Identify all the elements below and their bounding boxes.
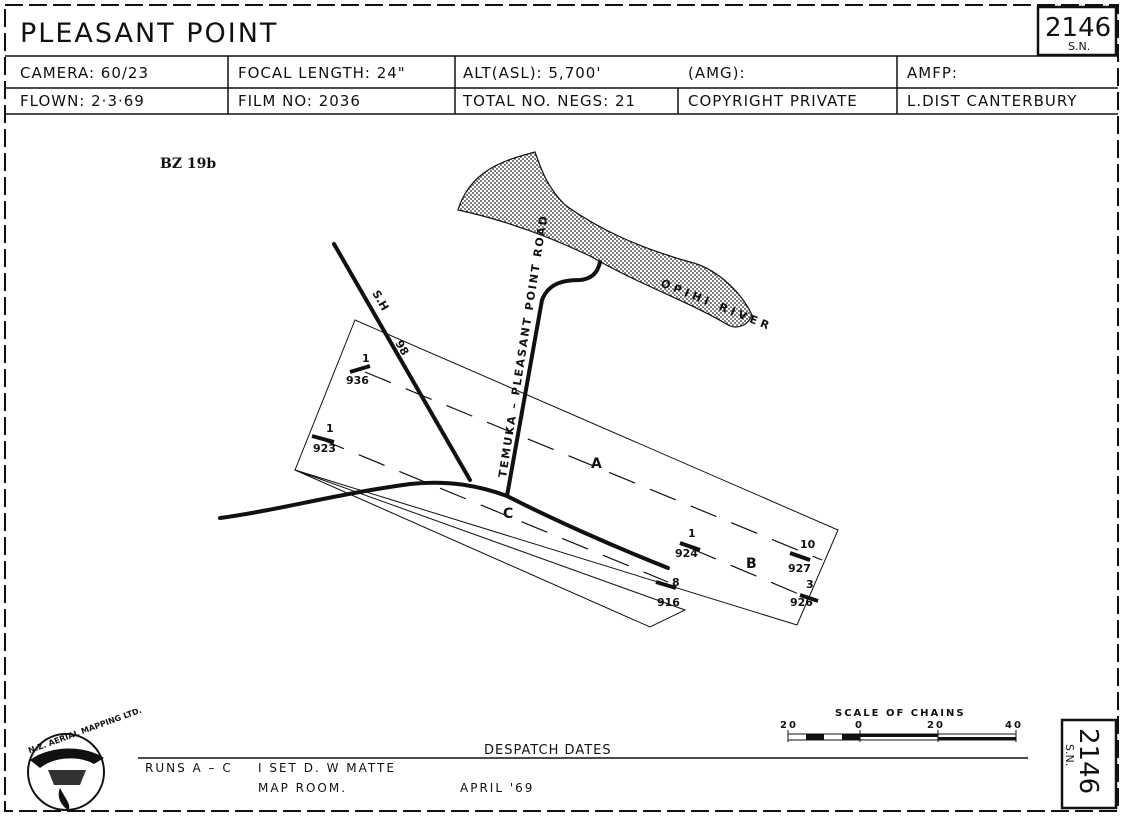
b-end-number: 10 (800, 538, 816, 551)
c-end-negative: 916 (657, 596, 680, 609)
run-coverage-box-a-b (294, 319, 839, 626)
tick-b2 (799, 593, 819, 603)
sheet-number-suffix-bottom: S.N. (1063, 744, 1076, 766)
amfp-field: AMFP: (907, 64, 958, 82)
scale-title: SCALE OF CHAINS (835, 708, 966, 719)
film-no-field: FILM NO: 2036 (238, 92, 361, 110)
despatch-set: I SET D. W MATTE (258, 761, 396, 775)
tick-c-start (311, 434, 335, 444)
flight-line-b (689, 547, 809, 599)
sheet-number: 2146 (1045, 13, 1111, 43)
run-a-label: A (591, 456, 602, 472)
run-coverage-box-c (294, 469, 687, 628)
despatch-date: APRIL '69 (460, 781, 534, 795)
copyright-field: COPYRIGHT PRIVATE (688, 92, 858, 110)
despatch-runs: RUNS A – C (145, 761, 233, 775)
sh-number-label: 98 (392, 338, 411, 358)
amg-field: (AMG): (688, 64, 746, 82)
flown-field: FLOWN: 2·3·69 (20, 92, 145, 110)
sheet-number-box (1036, 5, 1118, 57)
focal-length-field: FOCAL LENGTH: 24" (238, 64, 406, 82)
b-start-number: 1 (688, 527, 696, 540)
tick-b-end (789, 551, 811, 562)
despatch-recipient: MAP ROOM. (258, 781, 347, 795)
pleasant-point-road-label: TEMUKA – PLEASANT POINT ROAD (496, 213, 551, 478)
c-start-number: 1 (326, 422, 334, 435)
flight-line-a (364, 371, 823, 561)
sheet-title: PLEASANT POINT (20, 18, 278, 49)
scale-bar (787, 730, 1017, 742)
c-end-number: 8 (672, 576, 680, 589)
land-district-field: L.DIST CANTERBURY (907, 92, 1077, 110)
despatch-dates-title: DESPATCH DATES (484, 743, 612, 758)
sheet-border (4, 4, 1119, 812)
opihi-river (457, 151, 753, 328)
b-start-negative: 924 (675, 547, 698, 560)
sheet-number-bottom: 2146 (1073, 728, 1103, 794)
a-start-number: 1 (362, 352, 370, 365)
main-road (218, 480, 670, 570)
scale-tick-20: 20 (927, 720, 945, 731)
scale-tick-40: 40 (1005, 720, 1023, 731)
tick-b-start (679, 541, 701, 552)
camera-field: CAMERA: 60/23 (20, 64, 149, 82)
b2-negative: 926 (790, 596, 813, 609)
map-reference: BZ 19b (160, 156, 216, 172)
nz-aerial-mapping-logo: N.Z. AERIAL MAPPING LTD. (27, 706, 143, 811)
b-end-negative: 927 (788, 562, 811, 575)
run-c-label: C (503, 506, 513, 522)
scale-tick-20-left: 20 (780, 720, 798, 731)
scale-tick-0: 0 (855, 720, 864, 731)
run-b-label: B (746, 556, 757, 572)
tick-a-start (349, 364, 371, 374)
sheet-number-suffix: S.N. (1068, 40, 1090, 53)
c-start-negative: 923 (313, 442, 336, 455)
b2-number: 3 (806, 578, 814, 591)
tick-c-end (655, 580, 677, 590)
total-negs-field: TOTAL NO. NEGS: 21 (462, 92, 636, 110)
flight-line-c (317, 437, 669, 583)
altitude-field: ALT(ASL): 5,700' (463, 64, 601, 82)
temuka-pleasant-point-road (505, 260, 602, 498)
state-highway-98 (332, 242, 472, 482)
logo-lettering: N.Z. AERIAL MAPPING LTD. (27, 706, 143, 756)
a-start-negative: 936 (346, 374, 369, 387)
sheet-number-box-bottom (1060, 718, 1118, 810)
